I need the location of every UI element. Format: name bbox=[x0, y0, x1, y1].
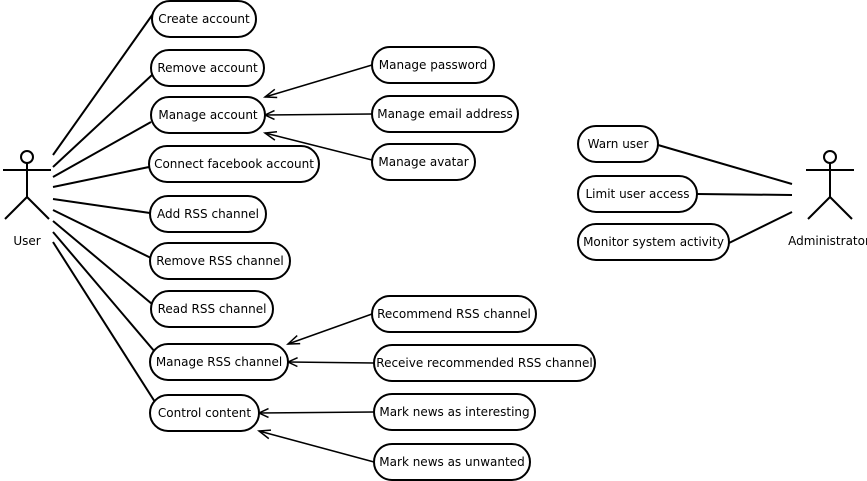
svg-text:Read RSS channel: Read RSS channel bbox=[158, 302, 267, 316]
arrow-recommend-to-manage-rss bbox=[285, 313, 373, 345]
stick-figure-icon bbox=[806, 150, 854, 220]
use-case-manage-avatar: Manage avatar bbox=[371, 143, 476, 181]
svg-text:Manage account: Manage account bbox=[158, 108, 258, 122]
arrow-manage-avatar-to-manage-account bbox=[262, 131, 373, 161]
svg-text:Manage avatar: Manage avatar bbox=[378, 155, 468, 169]
svg-text:Mark news as unwanted: Mark news as unwanted bbox=[379, 455, 524, 469]
actor-user-label: User bbox=[13, 234, 40, 248]
assoc-user-control-content bbox=[52, 241, 156, 403]
actor-administrator: Administrator bbox=[788, 150, 867, 248]
svg-text:Mark news as interesting: Mark news as interesting bbox=[379, 405, 529, 419]
assoc-user-connect-facebook bbox=[52, 166, 150, 188]
svg-text:Manage RSS channel: Manage RSS channel bbox=[156, 355, 282, 369]
administrator-associations bbox=[657, 144, 793, 244]
arrow-manage-password-to-manage-account bbox=[262, 64, 373, 99]
use-case-limit-user-access: Limit user access bbox=[577, 175, 698, 213]
arrow-mark-unwanted-to-control-content bbox=[256, 429, 375, 463]
use-case-control-content: Control content bbox=[149, 394, 260, 432]
svg-text:Manage email address: Manage email address bbox=[377, 107, 513, 121]
svg-text:Create account: Create account bbox=[158, 12, 250, 26]
svg-text:Recommend RSS channel: Recommend RSS channel bbox=[377, 307, 531, 321]
assoc-user-create-account bbox=[52, 10, 156, 156]
use-case-remove-account: Remove account bbox=[150, 49, 265, 87]
svg-text:Remove account: Remove account bbox=[157, 61, 258, 75]
use-case-manage-rss-channel: Manage RSS channel bbox=[149, 343, 289, 381]
use-case-manage-email-address: Manage email address bbox=[371, 95, 519, 133]
assoc-user-read-rss-channel bbox=[52, 220, 153, 305]
svg-text:Connect facebook account: Connect facebook account bbox=[154, 157, 314, 171]
use-case-connect-facebook-account: Connect facebook account bbox=[148, 145, 320, 183]
use-case-manage-password: Manage password bbox=[371, 46, 495, 84]
svg-text:Warn user: Warn user bbox=[588, 137, 649, 151]
arrow-manage-email-to-manage-account bbox=[263, 109, 373, 121]
svg-text:Receive recommended RSS channe: Receive recommended RSS channel bbox=[376, 356, 592, 370]
actor-administrator-label: Administrator bbox=[788, 234, 867, 248]
use-case-monitor-system-activity: Monitor system activity bbox=[577, 223, 730, 261]
assoc-admin-monitor-system bbox=[728, 211, 793, 244]
stick-figure-icon bbox=[3, 150, 51, 220]
use-case-read-rss-channel: Read RSS channel bbox=[150, 290, 274, 328]
svg-text:Monitor system activity: Monitor system activity bbox=[583, 235, 724, 249]
use-case-manage-account: Manage account bbox=[150, 96, 266, 134]
assoc-admin-warn-user bbox=[657, 144, 793, 185]
assoc-admin-limit-user-access bbox=[696, 193, 793, 196]
use-case-receive-recommended-rss-channel: Receive recommended RSS channel bbox=[373, 344, 596, 382]
arrow-receive-recommended-to-manage-rss bbox=[286, 357, 375, 368]
use-case-add-rss-channel: Add RSS channel bbox=[149, 195, 267, 233]
svg-text:Manage password: Manage password bbox=[379, 58, 487, 72]
use-case-warn-user: Warn user bbox=[577, 125, 659, 163]
arrow-mark-interesting-to-control-content bbox=[257, 407, 375, 419]
use-case-recommend-rss-channel: Recommend RSS channel bbox=[371, 295, 537, 333]
use-case-remove-rss-channel: Remove RSS channel bbox=[149, 242, 291, 280]
svg-text:Add RSS channel: Add RSS channel bbox=[157, 207, 259, 221]
assoc-user-remove-account bbox=[52, 74, 153, 168]
use-case-mark-news-as-interesting: Mark news as interesting bbox=[373, 393, 536, 431]
dependency-arrows bbox=[256, 64, 375, 463]
use-case-mark-news-as-unwanted: Mark news as unwanted bbox=[373, 443, 531, 481]
use-case-create-account: Create account bbox=[151, 0, 257, 38]
actor-user: User bbox=[3, 150, 51, 248]
assoc-user-manage-rss-channel bbox=[52, 231, 156, 353]
assoc-user-manage-account bbox=[52, 121, 152, 178]
assoc-user-add-rss-channel bbox=[52, 198, 151, 214]
svg-text:Limit user access: Limit user access bbox=[586, 187, 690, 201]
user-associations bbox=[52, 10, 156, 403]
svg-text:Remove RSS channel: Remove RSS channel bbox=[156, 254, 283, 268]
svg-text:Control content: Control content bbox=[158, 406, 251, 420]
assoc-user-remove-rss-channel bbox=[52, 209, 152, 259]
